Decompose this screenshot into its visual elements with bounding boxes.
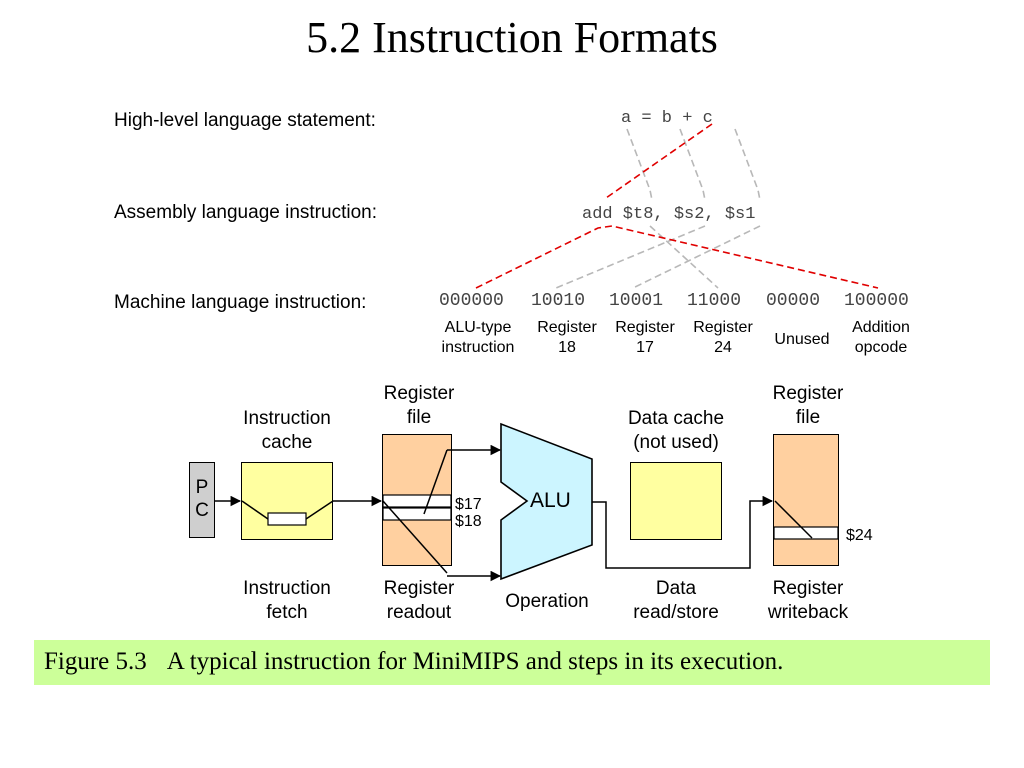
high-level-code: a = b + c (621, 109, 713, 128)
field-sh-bits: 00000 (766, 291, 821, 311)
wire-icache-addr (241, 500, 269, 520)
field-rt-bits: 10001 (609, 291, 664, 311)
field-fn-bits: 100000 (844, 291, 909, 311)
register-file-write (773, 434, 839, 566)
map-add-to-fields (475, 225, 879, 289)
reg-24-label: $24 (846, 527, 873, 544)
reg-17-label: $17 (455, 496, 482, 513)
instruction-slot (267, 512, 307, 526)
machine-label: Machine language instruction: (114, 292, 367, 313)
wire-decode-24 (774, 500, 813, 539)
map-t8-to-rd (649, 225, 719, 289)
field-opcode-bits: 000000 (439, 291, 504, 311)
reg-slot-17 (382, 494, 452, 508)
wire-decode-18 (423, 449, 448, 515)
caption-number: Figure 5.3 (44, 648, 147, 675)
mapping-lines (475, 123, 879, 289)
map-c-to-s1 (734, 128, 761, 201)
wire-icache-out (305, 500, 334, 520)
alu-shape (500, 422, 593, 581)
stage-operation: Operation (505, 591, 589, 612)
caption-text: A typical instruction for MiniMIPS and s… (166, 648, 784, 675)
map-a-to-t8 (626, 128, 653, 201)
map-plus-to-add (605, 123, 713, 199)
reg-slot-18 (382, 507, 452, 521)
high-level-label: High-level language statement: (114, 110, 376, 131)
assembly-code: add $t8, $s2, $s1 (582, 205, 756, 224)
figure-caption: Figure 5.3 A typical instruction for Mini… (44, 648, 783, 676)
field-rd-bits: 11000 (687, 291, 742, 311)
map-b-to-s2 (679, 128, 706, 201)
wire-alu-out (592, 495, 774, 569)
assembly-label: Assembly language instruction: (114, 202, 377, 223)
instruction-cache (241, 462, 333, 540)
slide-title: 5.2 Instruction Formats (306, 13, 718, 62)
caption-bar (34, 640, 990, 685)
data-cache-title: Data cache(not used) (627, 408, 725, 453)
reg-18-label: $18 (455, 513, 482, 530)
alu-label: ALU (530, 489, 571, 512)
map-s2-to-rs (555, 225, 706, 289)
field-unused-label: Unused (774, 331, 830, 348)
map-s1-to-rt (632, 225, 761, 289)
wire-decode-17 (382, 500, 448, 574)
datapath-diagram (215, 422, 839, 582)
data-cache (630, 462, 722, 540)
field-rs-bits: 10010 (531, 291, 586, 311)
